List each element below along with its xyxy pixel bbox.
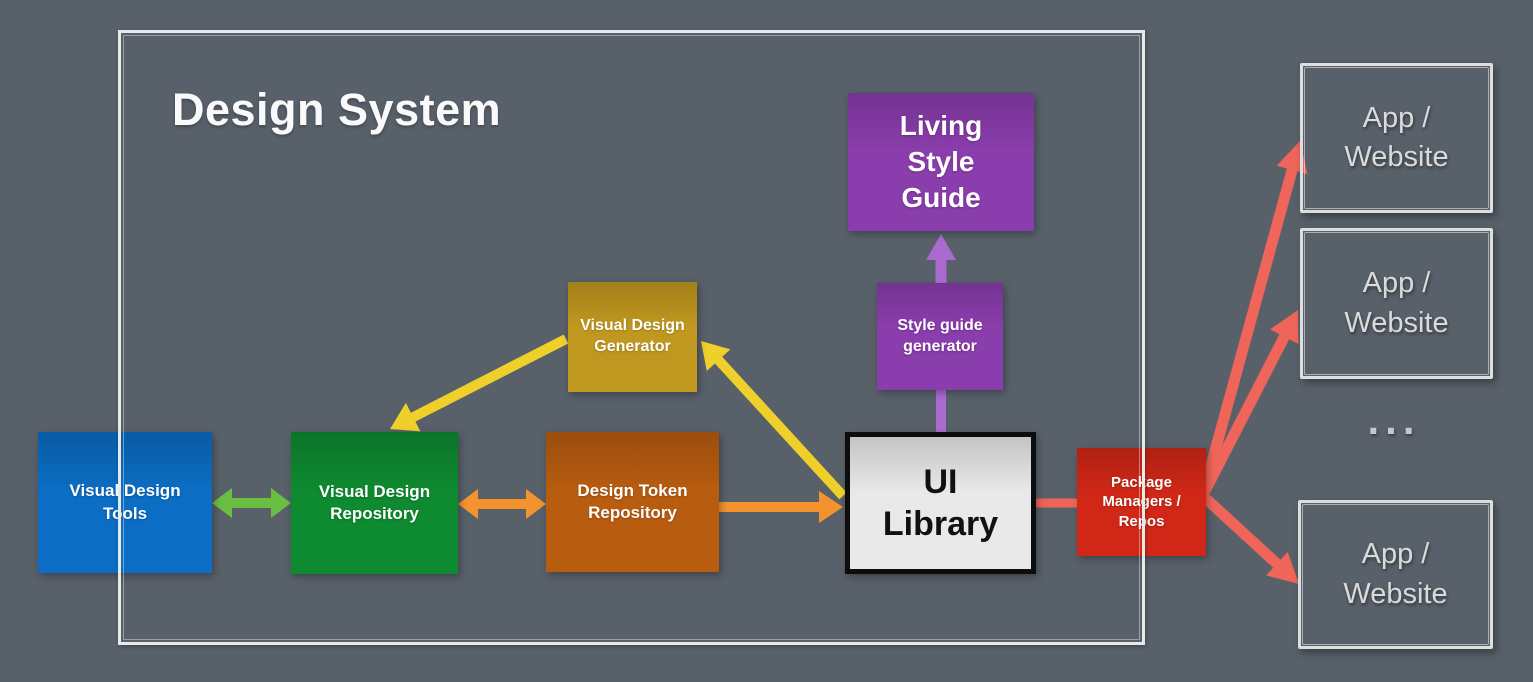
node-label: App / Website: [1344, 101, 1449, 173]
more-apps-ellipsis: ...: [1367, 396, 1421, 443]
node-package-managers-repos: Package Managers / Repos: [1077, 448, 1206, 556]
connector-ui-library-to-visual-design-generator: [701, 341, 847, 500]
connector-design-token-repository-to-ui-library: [719, 491, 843, 523]
node-design-token-repository: Design Token Repository: [546, 432, 719, 572]
node-living-style-guide: Living Style Guide: [848, 93, 1034, 231]
node-label: Visual Design Repository: [318, 481, 431, 523]
connector-style-guide-generator-to-living-style-guide: [926, 234, 956, 283]
connector-ui-library-to-style-guide-generator: [936, 390, 946, 432]
connector-visual-design-generator-to-visual-design-repository: [390, 334, 569, 432]
node-visual-design-repository: Visual Design Repository: [291, 432, 458, 574]
node-app-website-1: App / Website: [1300, 63, 1493, 213]
node-label: App / Website: [1344, 267, 1449, 339]
connector-package-managers-to-app-website-3: [1199, 491, 1299, 584]
diagram-title: Design System: [172, 84, 502, 135]
node-ui-library: UI Library: [845, 432, 1036, 574]
connector-visual-design-repository-to-design-token-repository: [458, 489, 546, 519]
node-label: Style guide generator: [897, 316, 983, 355]
node-label: Visual Design Tools: [69, 481, 181, 523]
node-app-website-3: App / Website: [1298, 500, 1493, 649]
node-visual-design-generator: Visual Design Generator: [568, 282, 697, 392]
connector-package-managers-to-app-website-2: [1199, 310, 1299, 496]
connector-visual-design-tools-to-visual-design-repository: [212, 488, 291, 518]
node-label: Package Managers / Repos: [1102, 473, 1181, 530]
connector-ui-library-to-package-managers: [1036, 498, 1077, 508]
node-label: Visual Design Generator: [580, 317, 685, 355]
node-label: UI Library: [882, 462, 999, 544]
connector-package-managers-to-app-website-1: [1198, 141, 1308, 493]
node-style-guide-generator: Style guide generator: [877, 283, 1003, 390]
node-label: App / Website: [1343, 538, 1448, 610]
node-app-website-2: App / Website: [1300, 228, 1493, 379]
node-visual-design-tools: Visual Design Tools: [38, 432, 212, 573]
node-label: Living Style Guide: [899, 110, 983, 213]
node-label: Design Token Repository: [577, 480, 688, 522]
